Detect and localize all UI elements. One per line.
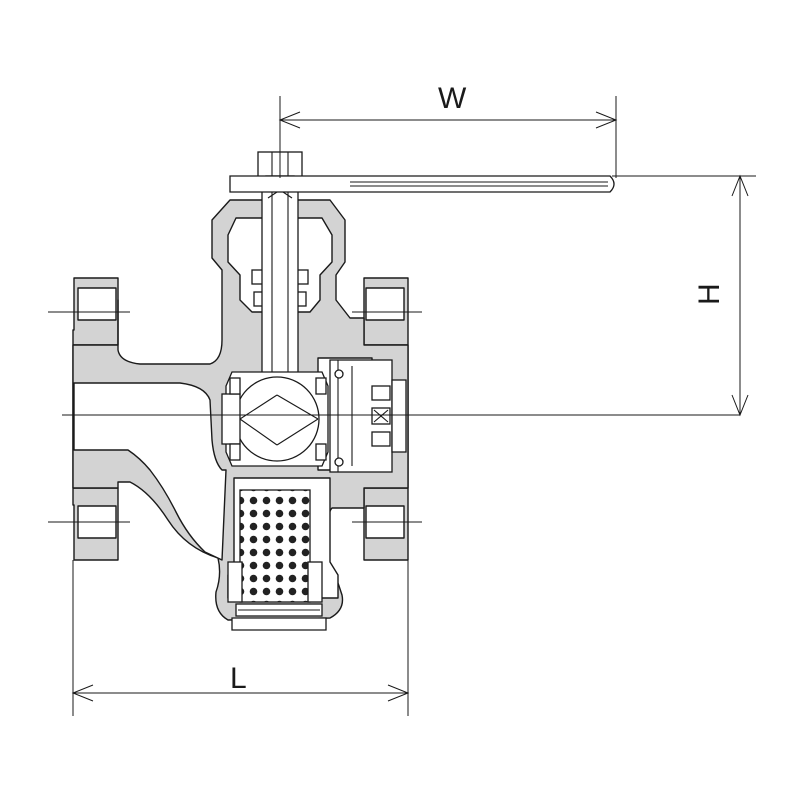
bolt-hole: [77, 287, 117, 321]
stem: [261, 179, 299, 376]
seat-left: [229, 377, 241, 395]
seat-left: [229, 443, 241, 461]
strainer-cap-ring: [227, 561, 243, 603]
o-ring: [334, 369, 344, 379]
ball: [234, 376, 320, 462]
height-label: H: [693, 283, 726, 305]
strainer-cap-ring: [307, 561, 323, 603]
strainer-screen: [239, 489, 311, 603]
lever-arm: [229, 175, 615, 193]
bolt-hole: [365, 287, 405, 321]
cap-bolt: [371, 385, 391, 401]
valve-plug: [221, 371, 329, 467]
flow-passage: [73, 382, 227, 561]
handle-lever: [229, 175, 615, 193]
length-label: L: [230, 662, 247, 695]
cap-bolt: [371, 431, 391, 447]
dimension-w: W: [278, 82, 618, 178]
centerlines: [48, 311, 740, 523]
o-ring: [334, 457, 344, 467]
dimension-l: L: [71, 560, 410, 716]
seat-right: [315, 377, 327, 395]
strainer-plug: [231, 617, 327, 631]
strainer: [227, 489, 327, 631]
seat-right: [315, 443, 327, 461]
side-cap: [329, 359, 407, 473]
width-label: W: [438, 82, 467, 115]
cap-ring: [391, 379, 407, 453]
dimension-h: H: [612, 174, 756, 417]
ball-port: [221, 393, 241, 445]
